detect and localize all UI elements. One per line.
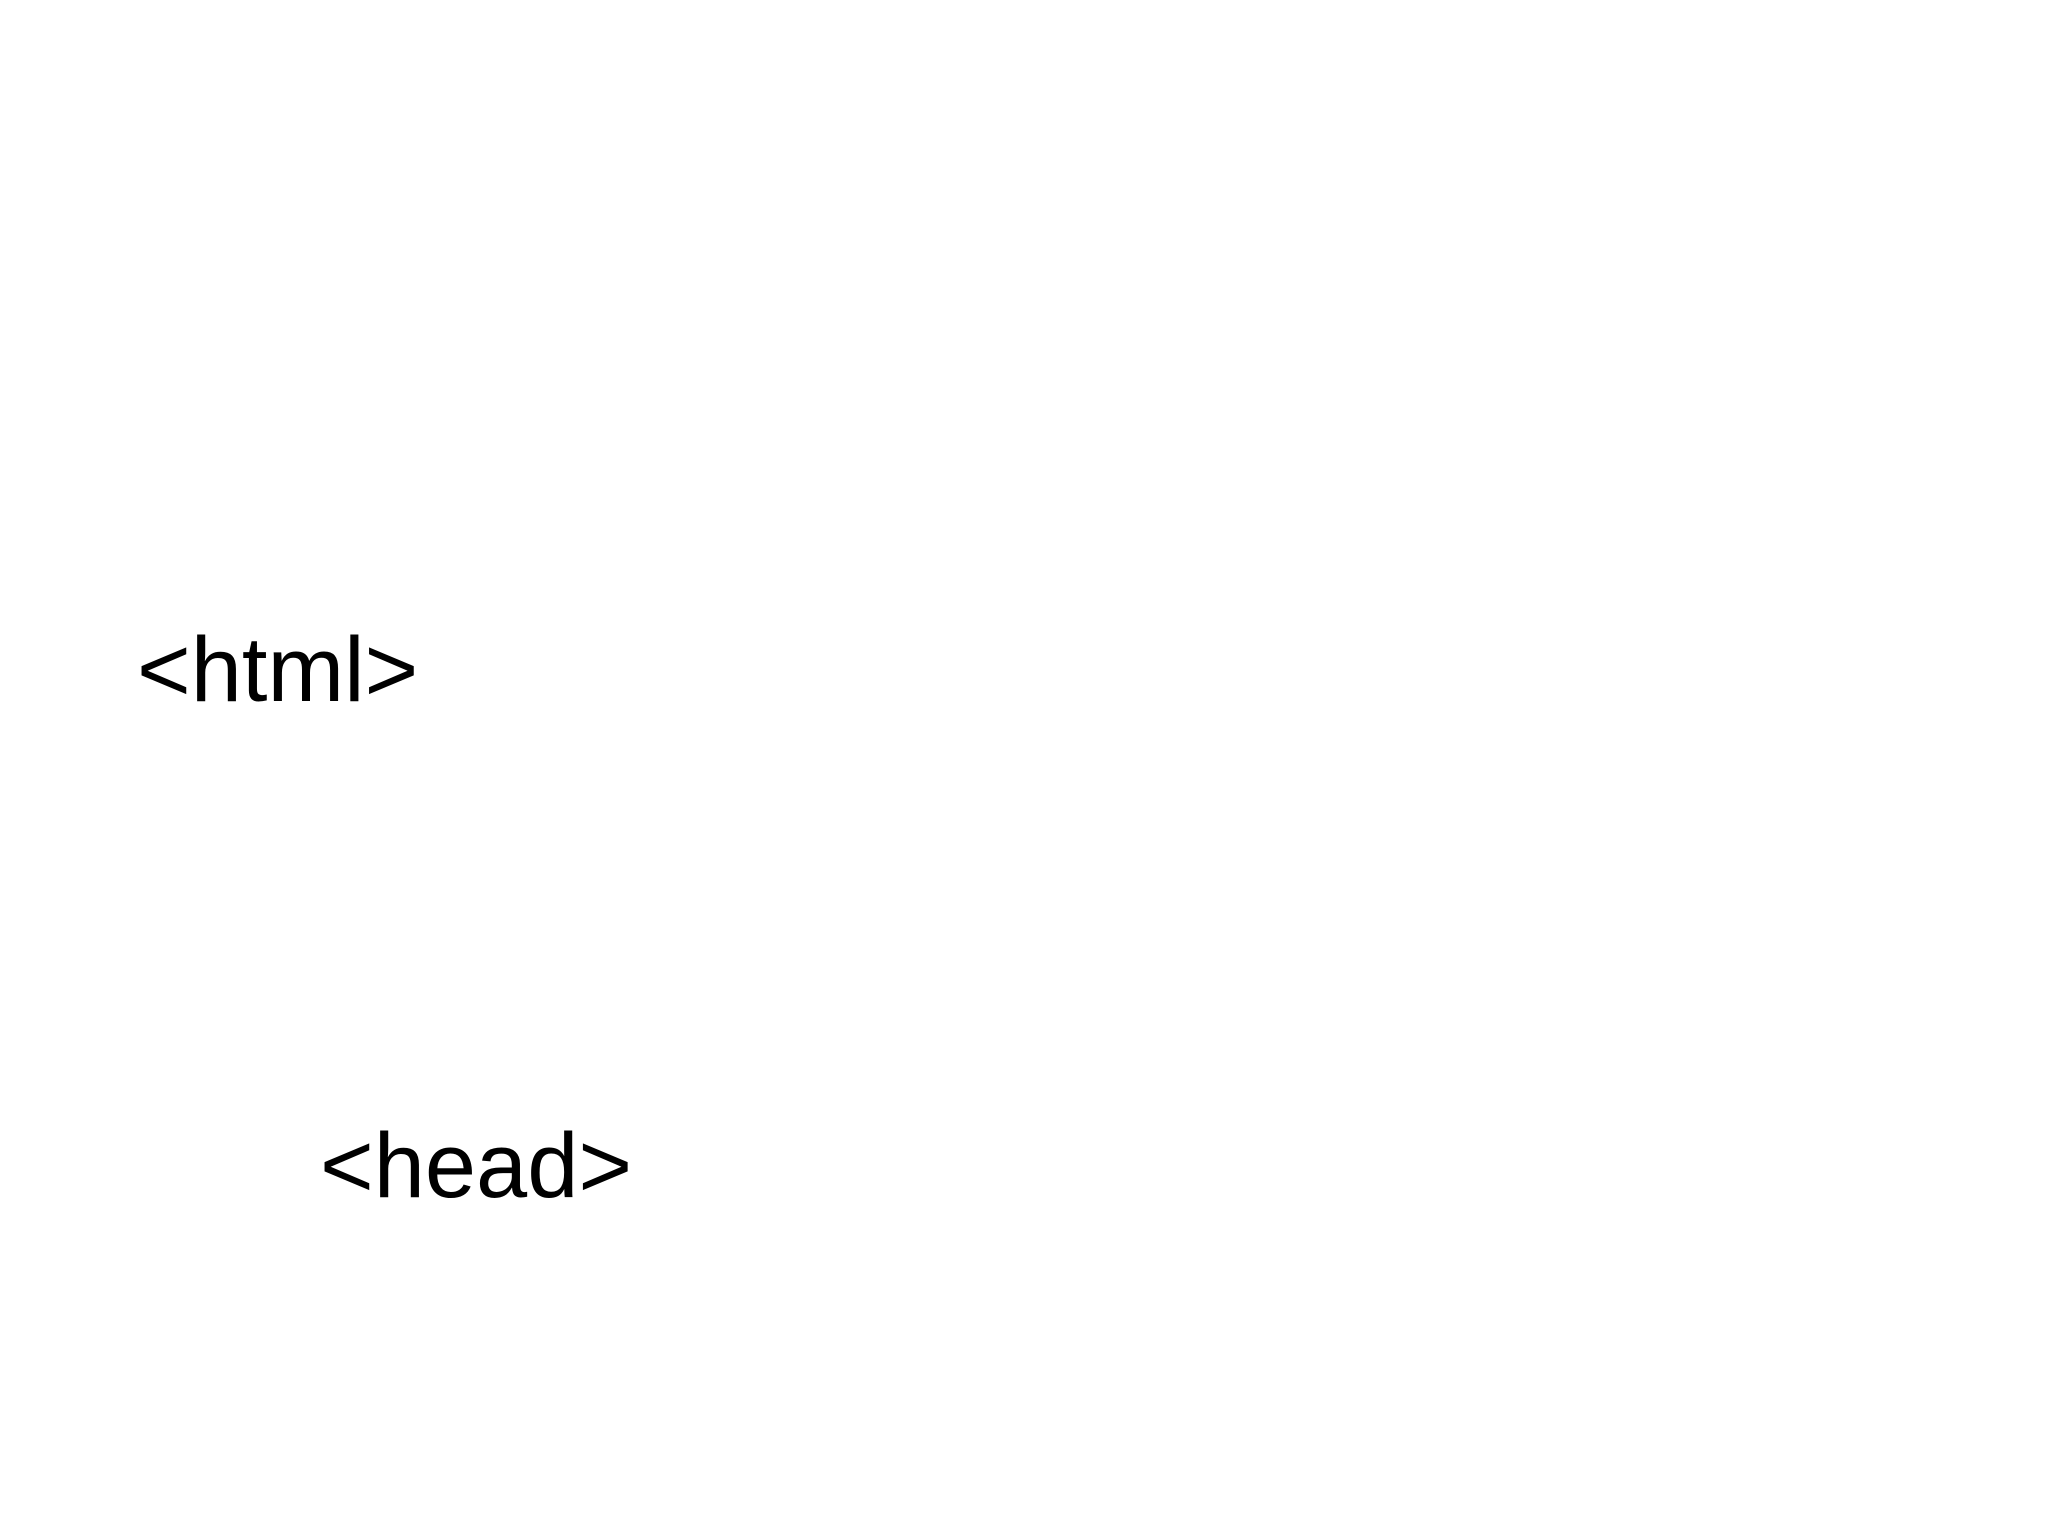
code-listing: <html> <head> <title>Ejemplo PHP</title>…: [0, 236, 2048, 1536]
code-line-head-open: <head>: [320, 1115, 633, 1217]
code-line-html-open: <html>: [137, 619, 419, 721]
